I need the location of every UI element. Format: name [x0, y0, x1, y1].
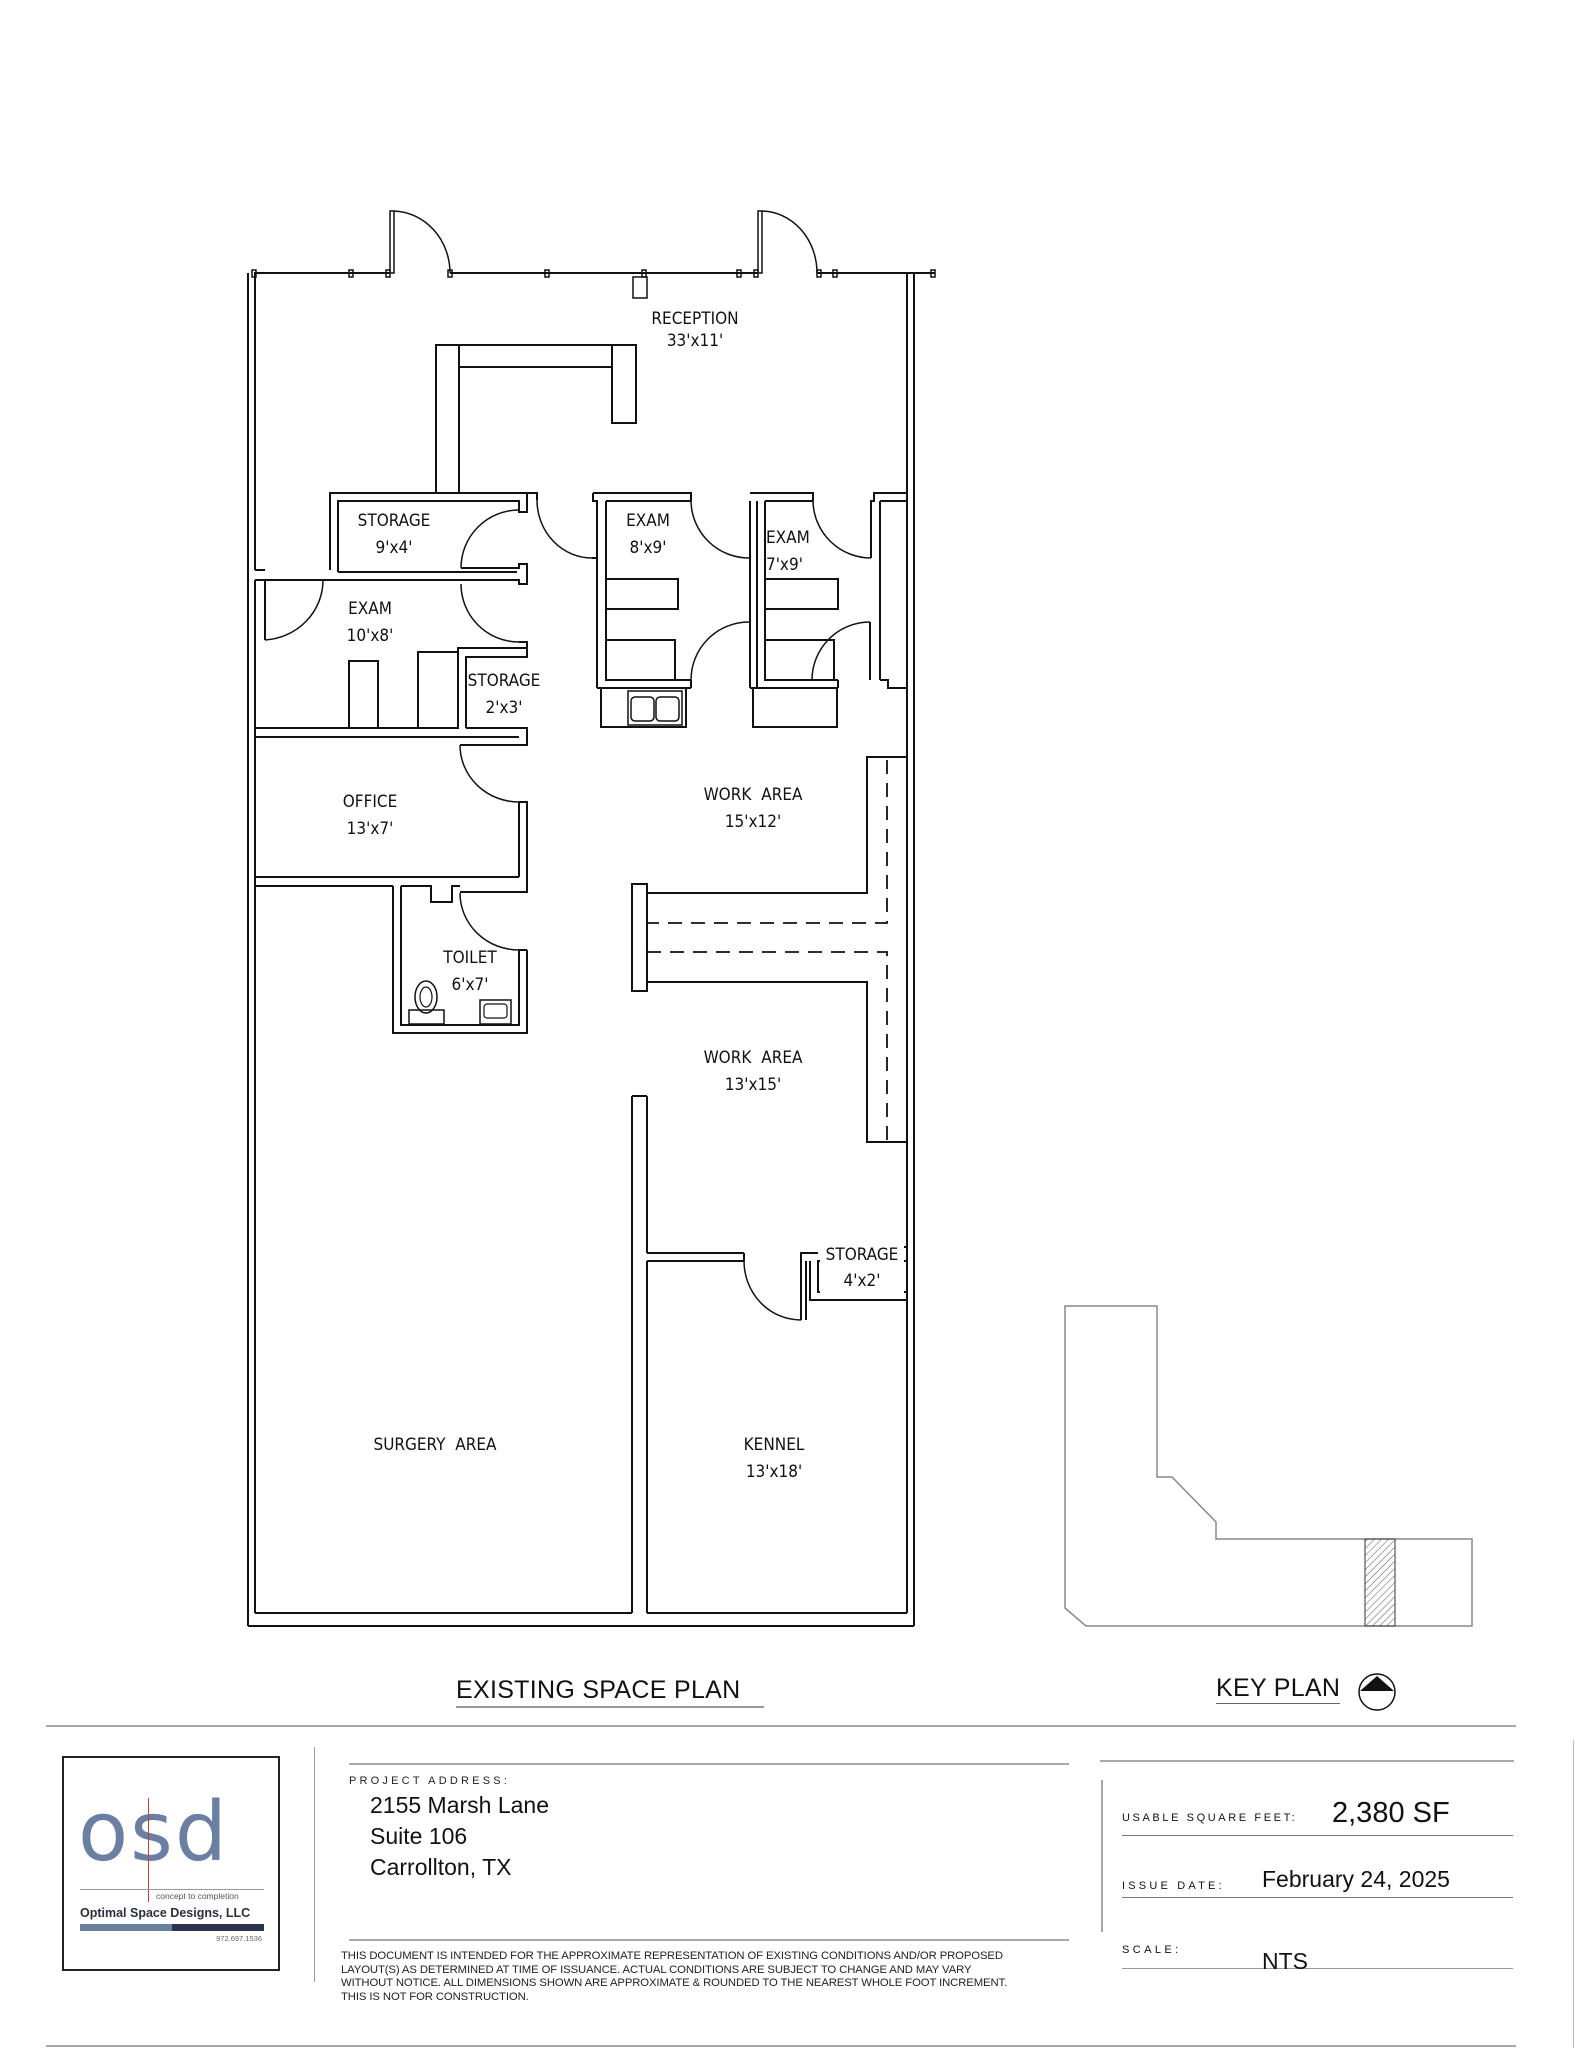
logo-phone: 972.697.1536 [216, 1934, 262, 1943]
north-arrow-icon [1358, 1673, 1396, 1711]
logo-company-name: Optimal Space Designs, LLC [80, 1906, 251, 1920]
logo-letters: osd [78, 1785, 229, 1880]
disclaimer-rule [349, 1939, 1069, 1941]
room-label-surgery-area: SURGERY AREA [373, 1435, 497, 1455]
logo-tagline: concept to completion [156, 1891, 239, 1901]
kennel-walls [631, 1095, 908, 1613]
exterior-walls [247, 273, 915, 1627]
project-address-label: PROJECT ADDRESS: [349, 1775, 511, 1787]
reception-desk [435, 344, 637, 493]
work-counter [631, 756, 907, 1143]
storage-exam-block [255, 492, 528, 746]
bottom-border [46, 2045, 1516, 2047]
logo-bar-dark [172, 1924, 264, 1931]
address-line-2: Suite 106 [370, 1823, 468, 1849]
info-top-rule [1100, 1760, 1514, 1762]
usable-sf-row: USABLE SQUARE FEET: 2,380 SF [1122, 1797, 1513, 1836]
key-plan [1064, 1305, 1473, 1627]
title-block-divider [314, 1747, 315, 1982]
info-vertical-rule [1101, 1780, 1103, 1932]
logo-rule [80, 1889, 264, 1890]
exam-8x9 [592, 492, 758, 728]
address-line-3: Carrollton, TX [370, 1854, 512, 1880]
scale-row: SCALE: NTS [1122, 1930, 1513, 1974]
exam-7x9 [750, 492, 907, 728]
company-logo: osd concept to completion Optimal Space … [62, 1756, 280, 1971]
key-plan-title: KEY PLAN [1216, 1674, 1341, 1704]
scale-value: NTS [1262, 1948, 1308, 1974]
scale-label: SCALE: [1122, 1944, 1182, 1956]
issue-date-value: February 24, 2025 [1262, 1866, 1450, 1892]
issue-date-label: ISSUE DATE: [1122, 1880, 1225, 1892]
right-border [1573, 1740, 1574, 2048]
logo-accent-line [148, 1798, 149, 1902]
address-rule [349, 1763, 1069, 1765]
suite-highlight [1364, 1538, 1396, 1627]
plan-title: EXISTING SPACE PLAN [456, 1676, 764, 1708]
issue-date-row: ISSUE DATE: February 24, 2025 [1122, 1866, 1513, 1898]
address-line-1: 2155 Marsh Lane [370, 1792, 550, 1818]
disclaimer: THIS DOCUMENT IS INTENDED FOR THE APPROX… [341, 1950, 1008, 2003]
building-outline [1064, 1305, 1473, 1627]
project-address: 2155 Marsh Lane Suite 106 Carrollton, TX [370, 1790, 549, 1883]
sheet-divider [46, 1725, 1516, 1727]
floor-plan [247, 210, 936, 1627]
usable-sf-label: USABLE SQUARE FEET: [1122, 1812, 1298, 1824]
logo-bar-light [80, 1924, 172, 1931]
office-toilet [255, 744, 528, 1034]
storefront [251, 210, 936, 299]
usable-sf-value: 2,380 SF [1332, 1797, 1450, 1829]
